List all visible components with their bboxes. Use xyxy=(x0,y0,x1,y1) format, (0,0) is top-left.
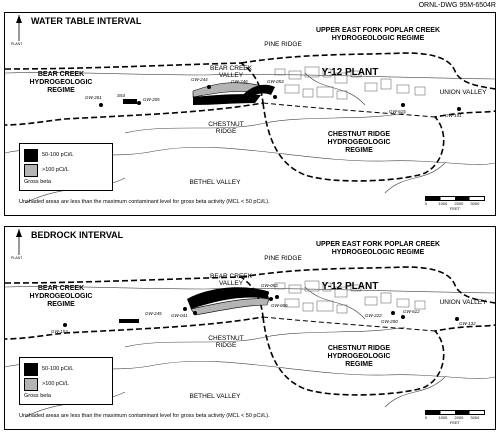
plant-buildings xyxy=(274,280,426,314)
pine-ridge-boundary xyxy=(240,52,495,90)
chestnut-ridge-regime-label: CHESTNUT RIDGE HYDROGEOLOGIC REGIME xyxy=(327,345,391,368)
bear-creek-regime-label: BEAR CREEK HYDROGEOLOGIC REGIME xyxy=(29,71,93,94)
bedrock-panel: BEDROCK INTERVAL PLANT BEAR CREEK HYDROG… xyxy=(4,226,496,430)
map-drawing xyxy=(5,15,495,204)
well-label: GW-612 xyxy=(403,309,420,314)
north-arrow-icon xyxy=(16,15,22,41)
well-points xyxy=(63,291,459,327)
uefpc-regime-label: UPPER EAST FORK POPLAR CREEK HYDROGEOLOG… xyxy=(315,27,441,42)
y12-plant-label: Y-12 PLANT xyxy=(321,281,379,292)
scale-tick: 0 xyxy=(425,415,428,420)
y12-plant-label: Y-12 PLANT xyxy=(321,67,379,78)
well-label: GW-261 xyxy=(85,95,102,100)
well-label: GW-245 xyxy=(145,311,162,316)
legend-label: 50-100 pCi/L xyxy=(42,366,74,372)
chestnut-ridge-regime-label: CHESTNUT RIDGE HYDROGEOLOGIC REGIME xyxy=(327,131,391,154)
plume-50-100 xyxy=(187,287,269,309)
scale-bar: 0 1000 2000 3000 FEET xyxy=(425,196,485,211)
well-label: GW-606 xyxy=(271,303,288,308)
north-label: PLANT xyxy=(11,256,23,260)
legend-label: >100 pCi/L xyxy=(42,167,69,173)
plant-buildings xyxy=(274,66,426,100)
bear-creek-valley-label: BEAR CREEK VALLEY xyxy=(210,65,252,79)
footnote: Unshaded areas are less than the maximum… xyxy=(19,413,270,419)
legend: 50-100 pCi/L >100 pCi/L Gross beta xyxy=(19,357,113,405)
scale-tick: 2000 xyxy=(454,201,464,206)
legend-swatch-higher xyxy=(24,378,38,391)
uefpc-regime-label: UPPER EAST FORK POPLAR CREEK HYDROGEOLOG… xyxy=(315,241,441,256)
plume-gt100 xyxy=(190,298,270,316)
legend-label: >100 pCi/L xyxy=(42,381,69,387)
scale-tick: 1000 xyxy=(438,201,448,206)
pine-ridge-label: PINE RIDGE xyxy=(264,255,302,262)
scale-tick: 1000 xyxy=(438,415,448,420)
pine-ridge-label: PINE RIDGE xyxy=(264,41,302,48)
bear-creek-regime-boundary xyxy=(5,276,264,340)
well-label: GW-053 xyxy=(267,79,284,84)
well-label: GW-200 xyxy=(381,319,398,324)
well-points xyxy=(99,85,461,111)
plume-gw245 xyxy=(119,319,139,323)
bear-creek-valley-label: BEAR CREEK VALLEY xyxy=(210,273,252,287)
plume-s54 xyxy=(123,99,137,104)
chestnut-ridge-boundary xyxy=(262,102,495,182)
scale-unit: FEET xyxy=(449,206,461,211)
panel-title: BEDROCK INTERVAL xyxy=(31,230,124,240)
well-label: S54 xyxy=(117,93,126,98)
well-label: GW-153 xyxy=(51,329,68,334)
legend-label: 50-100 pCi/L xyxy=(42,152,74,158)
chestnut-ridge-label: CHESTNUT RIDGE xyxy=(208,121,244,135)
pine-ridge-boundary xyxy=(240,266,495,304)
scale-tick: 3000 xyxy=(470,415,480,420)
bethel-valley-label: BETHEL VALLEY xyxy=(189,393,241,400)
bear-creek-regime-boundary xyxy=(5,62,264,126)
well-label: GW-244 xyxy=(191,77,208,82)
chestnut-ridge-label: CHESTNUT RIDGE xyxy=(208,335,244,349)
scale-bar: 0 1000 2000 3000 FEET xyxy=(425,410,485,425)
union-valley-label: UNION VALLEY xyxy=(439,299,487,306)
legend-swatch-high xyxy=(24,149,38,162)
scale-tick: 0 xyxy=(425,201,428,206)
bethel-valley-label: BETHEL VALLEY xyxy=(189,179,241,186)
well-label: GW-132 xyxy=(459,321,476,326)
legend-name: Gross beta xyxy=(24,179,51,185)
north-label: PLANT xyxy=(11,42,23,46)
legend-name: Gross beta xyxy=(24,393,51,399)
legend: 50-100 pCi/L >100 pCi/L Gross beta xyxy=(19,143,113,191)
north-arrow-icon xyxy=(16,229,22,255)
panel-title: WATER TABLE INTERVAL xyxy=(31,16,142,26)
well-label: GW-041 xyxy=(171,313,188,318)
legend-swatch-high xyxy=(24,363,38,376)
well-label: GW-205 xyxy=(143,97,160,102)
well-label: GW-053 xyxy=(261,283,278,288)
scale-unit: FEET xyxy=(449,420,461,425)
bear-creek-regime-label: BEAR CREEK HYDROGEOLOGIC REGIME xyxy=(29,285,93,308)
scale-tick: 3000 xyxy=(470,201,480,206)
drawing-number: ORNL-DWG 95M-6504R xyxy=(418,2,496,9)
chestnut-ridge-boundary xyxy=(262,316,495,396)
well-label: GW-222 xyxy=(365,313,382,318)
well-label: GW-246 xyxy=(231,79,248,84)
well-label: GW-615 xyxy=(389,109,406,114)
union-valley-label: UNION VALLEY xyxy=(439,89,487,96)
legend-swatch-higher xyxy=(24,164,38,177)
well-label: GW-151 xyxy=(445,113,462,118)
map-drawing xyxy=(5,229,495,418)
water-table-panel: WATER TABLE INTERVAL PLANT BEAR CREEK HY… xyxy=(4,12,496,216)
scale-tick: 2000 xyxy=(454,415,464,420)
footnote: Unshaded areas are less than the maximum… xyxy=(19,199,270,205)
